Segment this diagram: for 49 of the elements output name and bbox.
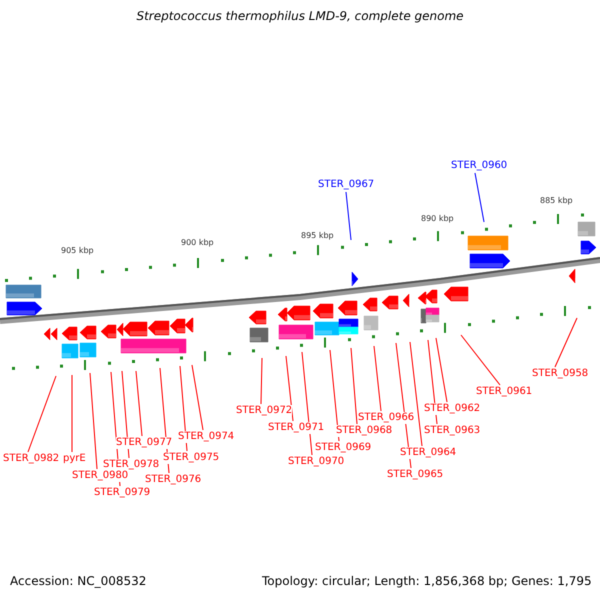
leader-line [474,172,484,222]
gene-label: STER_0968 [336,425,392,437]
leader-line [192,364,204,430]
leader-line [374,346,382,412]
leader-line [428,340,438,424]
leader-line [180,366,188,452]
leader-line [90,372,98,470]
gene-label: STER_0980 [72,470,128,482]
gene-label: STER_0965 [387,469,444,481]
leader-line [330,350,340,442]
gene-label: STER_0963 [424,425,480,437]
gene-label: STER_0976 [145,474,202,486]
gene-label: STER_0962 [424,403,480,415]
leader-line [122,370,130,458]
gene-label: STER_0964 [400,447,456,459]
leader-line [350,348,358,424]
accession-text: Accession: NC_008532 [10,575,146,587]
leader-line [28,376,56,452]
leader-line [554,318,578,368]
gene-label: STER_0979 [94,487,150,499]
leader-line [346,192,352,240]
gene-label: STER_0969 [315,442,372,454]
scale-label: 885 kbp [540,195,573,207]
leader-line [436,338,448,402]
scale-label: 890 kbp [421,213,454,225]
gene-label: STER_0972 [236,405,292,417]
gene-label: STER_0975 [163,452,220,464]
leader-line [460,334,500,386]
leader-line [136,370,142,436]
leader-line [286,356,294,422]
gene-label: STER_0958 [532,368,588,380]
leader-line [260,358,262,404]
scale-label: 895 kbp [301,230,334,242]
genome-stats-text: Topology: circular; Length: 1,856,368 bp; Genes: 1,795 [262,575,592,587]
gene-label: STER_0960 [451,160,508,172]
gene-label: STER_0967 [318,179,374,191]
gene-label: STER_0971 [268,422,324,434]
gene-label: STER_0978 [103,459,160,471]
gene-label: STER_0961 [476,386,532,398]
gene-label: STER_0966 [358,412,414,424]
gene-label: pyrE [63,453,86,465]
gene-label: STER_0982 [3,453,60,465]
gene-label: STER_0977 [116,437,172,449]
leader-line [410,342,422,446]
gene-label: STER_0974 [178,431,234,443]
scale-label: 900 kbp [181,237,214,249]
scale-label: 905 kbp [61,245,94,257]
gene-label: STER_0970 [288,456,344,468]
leader-line [302,352,312,456]
